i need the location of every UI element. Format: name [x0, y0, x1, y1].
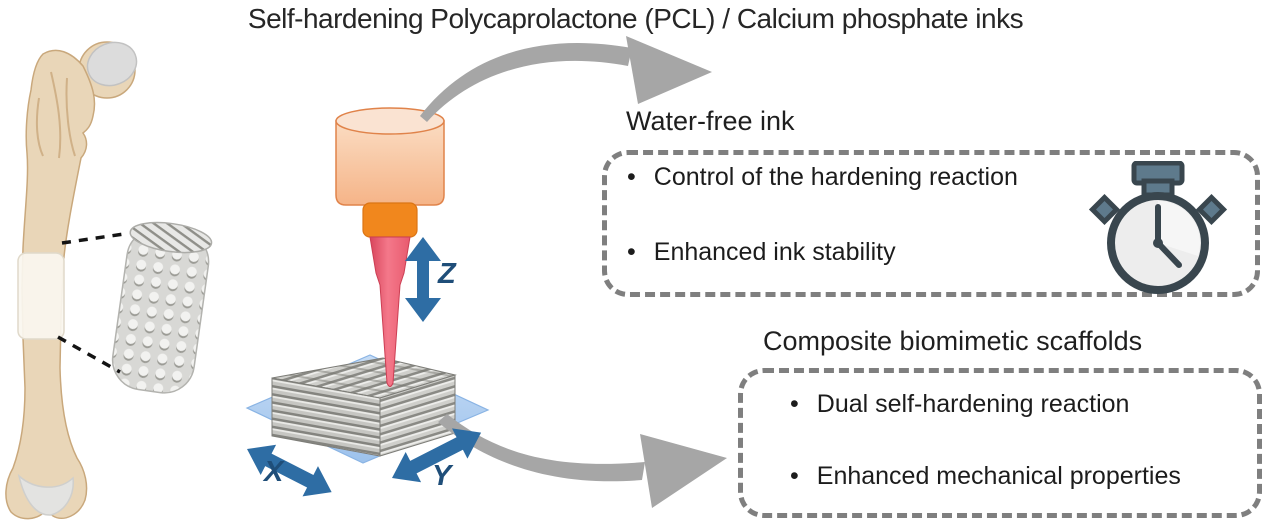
bullet-dot: •: [627, 238, 636, 266]
print-head: [335, 107, 445, 387]
x-axis-label: X: [264, 456, 284, 488]
waterfree-bullet-1-text: Control of the hardening reaction: [653, 163, 1018, 191]
bullet-dot: •: [627, 163, 636, 191]
z-axis-label: Z: [438, 258, 456, 290]
bullet-dot: •: [790, 390, 799, 418]
curved-arrow-to-waterfree: [420, 36, 712, 122]
z-axis-arrow: [405, 237, 441, 322]
syringe-barrel: [335, 120, 445, 206]
stopwatch-icon: [1088, 161, 1228, 294]
condyle-cartilage: [17, 473, 74, 516]
scaffold-cylinder: [111, 221, 213, 394]
waterfree-heading: Water-free ink: [626, 106, 795, 136]
dotted-leader-bottom: [57, 335, 121, 374]
build-platform-and-scaffold: [245, 354, 490, 464]
waterfree-bullet-2-text: Enhanced ink stability: [653, 238, 896, 266]
waterfree-bullet-2: • Enhanced ink stability: [627, 238, 896, 267]
bone-shading-lines: [35, 71, 76, 159]
composite-bullet-2-text: Enhanced mechanical properties: [816, 462, 1181, 490]
barrel-top: [335, 107, 445, 135]
composite-bullet-1-text: Dual self-hardening reaction: [816, 390, 1130, 418]
composite-box: [738, 368, 1262, 518]
waterfree-box: [602, 150, 1260, 297]
waterfree-bullet-1: • Control of the hardening reaction: [627, 163, 1018, 192]
femur-bone-illustration: [5, 41, 138, 520]
composite-bullet-1: • Dual self-hardening reaction: [790, 390, 1129, 419]
composite-heading: Composite biomimetic scaffolds: [763, 326, 1143, 356]
x-axis-arrow: [247, 444, 332, 497]
bullet-dot: •: [790, 462, 799, 490]
cylinder-top-face: [129, 221, 213, 254]
dotted-leader-top: [61, 232, 125, 245]
printed-lattice-block: [271, 357, 457, 457]
y-axis-label: Y: [432, 460, 452, 492]
figure-title: Self-hardening Polycaprolactone (PCL) / …: [247, 3, 1024, 34]
femur-head-cartilage: [86, 41, 138, 87]
bone-defect-band: [17, 252, 65, 340]
curved-arrow-to-composite: [438, 414, 727, 508]
y-axis-arrow: [392, 428, 482, 483]
composite-bullet-2: • Enhanced mechanical properties: [790, 462, 1181, 491]
watch-face-highlight: [1158, 200, 1201, 256]
nozzle-tip: [369, 236, 411, 387]
